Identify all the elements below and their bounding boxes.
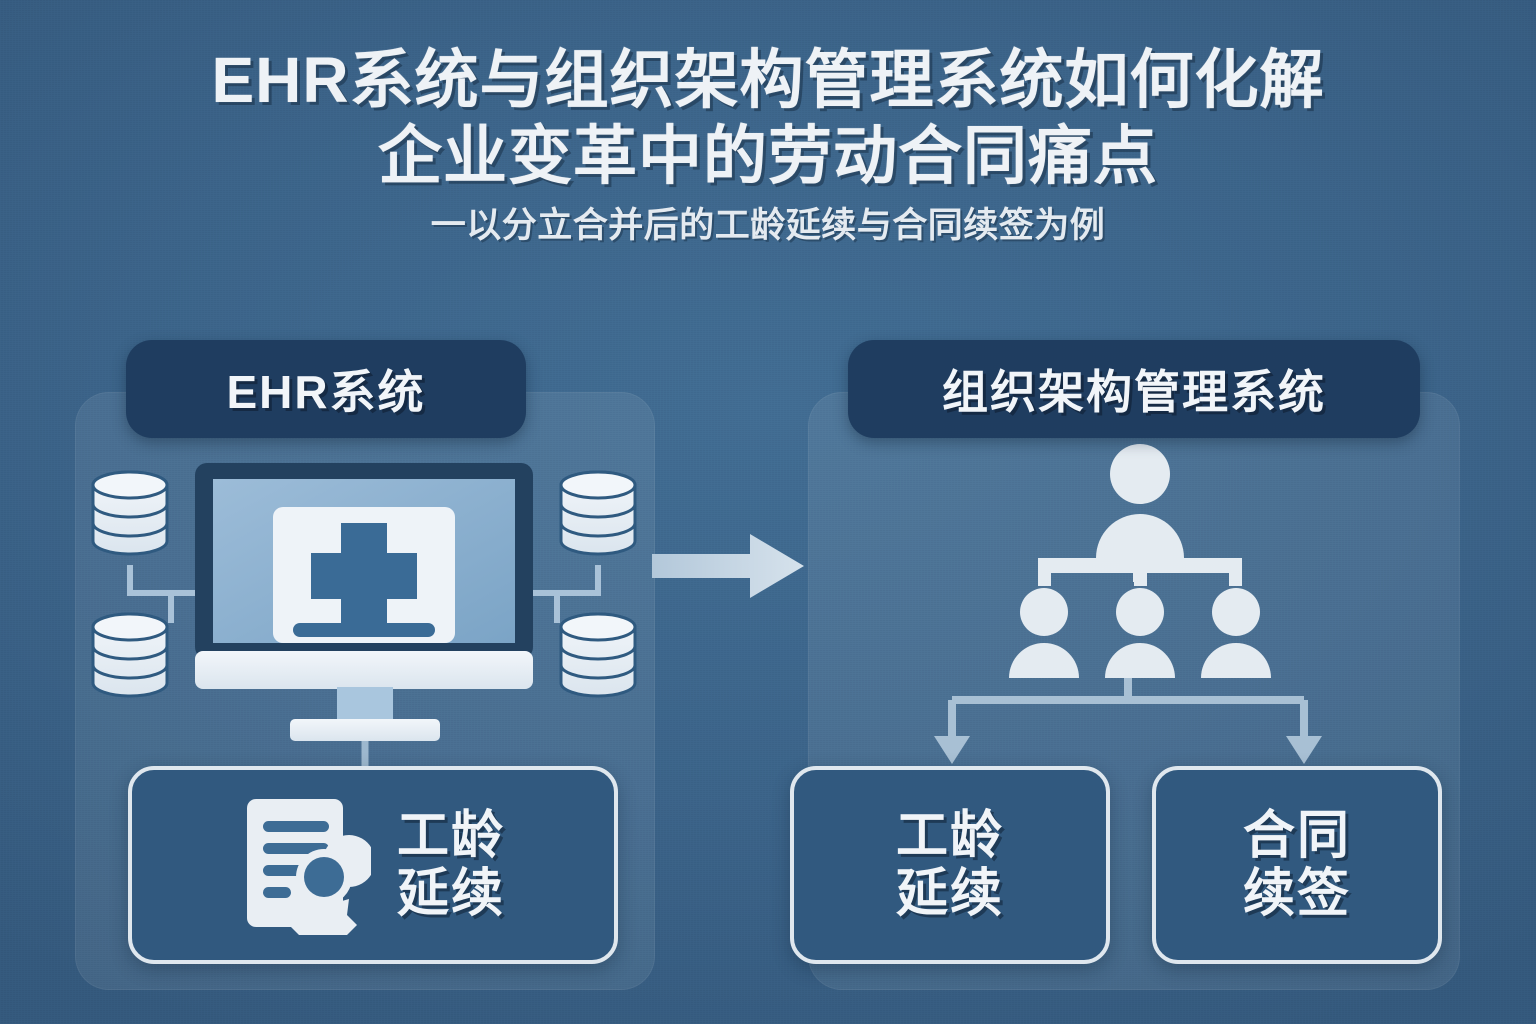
arrow-right-ehr-to-org [652, 534, 804, 598]
title-line-1: EHR系统与组织架构管理系统如何化解 [211, 44, 1325, 116]
outcome-card-seniority-left[interactable]: 工龄 延续 [128, 766, 618, 964]
outcome-card-label: 合同 续签 [1242, 807, 1351, 923]
person-icon-2 [1105, 588, 1175, 678]
person-icon-3 [1201, 588, 1271, 678]
person-icon-manager [1096, 444, 1184, 558]
outcome-card-seniority-right[interactable]: 工龄 延续 [790, 766, 1110, 964]
panel-header-ehr: EHR系统 [126, 340, 526, 438]
panel-header-org-label: 组织架构管理系统 [942, 366, 1326, 418]
database-cylinder-bottom-right [559, 612, 637, 698]
title-line-2: 企业变革中的劳动合同痛点 [378, 120, 1158, 192]
subtitle: 一以分立合并后的工龄延续与合同续签为例 [430, 206, 1106, 245]
database-cylinder-top-right [559, 470, 637, 556]
database-cylinder-bottom-left [91, 612, 169, 698]
certificate-seal-icon [246, 799, 371, 935]
org-connector-bracket [1038, 558, 1242, 586]
desktop-monitor [195, 463, 533, 741]
panel-header-org: 组织架构管理系统 [848, 340, 1420, 438]
outcome-card-contract-renewal[interactable]: 合同 续签 [1152, 766, 1442, 964]
org-chart-people-illustration [1009, 444, 1271, 678]
outcome-card-label: 工龄 延续 [396, 807, 505, 923]
medical-cross-record-card [273, 507, 455, 643]
person-icon-1 [1009, 588, 1079, 678]
ehr-monitor-database-illustration [91, 463, 637, 741]
panel-header-ehr-label: EHR系统 [226, 366, 426, 418]
outcome-card-label: 工龄 延续 [895, 807, 1004, 923]
title-block: EHR系统与组织架构管理系统如何化解 企业变革中的劳动合同痛点 一以分立合并后的… [0, 42, 1536, 248]
database-cylinder-top-left [91, 470, 169, 556]
branch-arrows-to-two-cards [934, 672, 1322, 764]
